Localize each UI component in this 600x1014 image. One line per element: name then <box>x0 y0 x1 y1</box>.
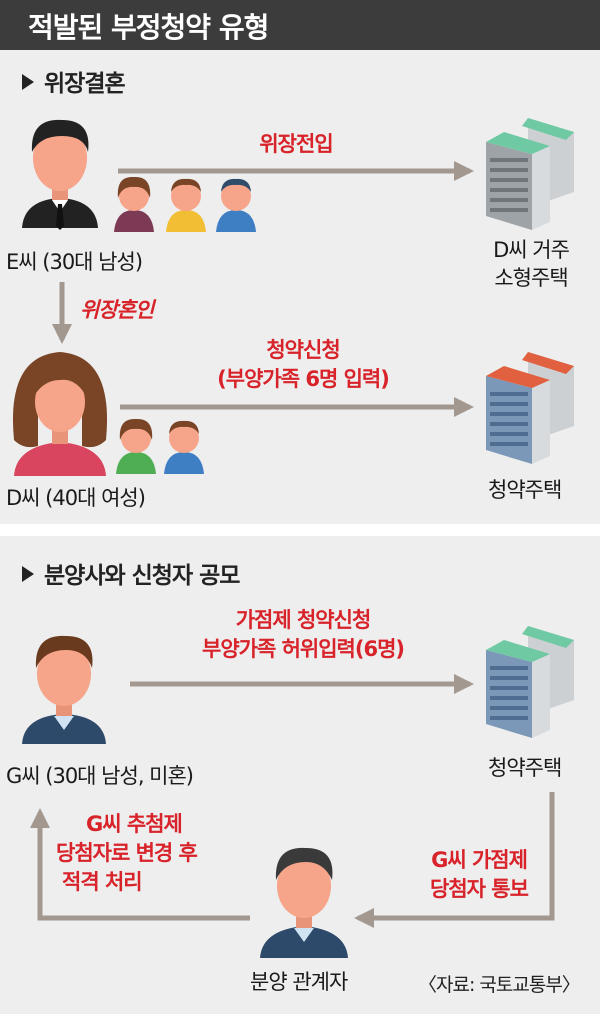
child-icon <box>114 176 154 232</box>
house-label-mid: 청약주택 <box>488 478 562 502</box>
triangle-bullet-icon <box>22 74 34 90</box>
section-heading-1: 위장결혼 <box>22 64 126 98</box>
label-fake-marriage: 위장혼인 <box>80 298 154 322</box>
man-e-icon <box>22 119 98 230</box>
man-g-icon <box>22 635 106 744</box>
arrow-change <box>30 808 250 921</box>
child-icon <box>216 178 256 232</box>
agent-icon <box>260 847 348 958</box>
label-change: G씨 추첨제 당첨자로 변경 후 적격 처리 <box>56 812 198 894</box>
agent-label: 분양 관계자 <box>250 970 348 994</box>
arrow-notify <box>354 792 555 928</box>
label-fake-move: 위장전입 <box>259 132 333 156</box>
person-e-label: E씨 (30대 남성) <box>6 250 143 274</box>
child-icon <box>166 178 206 232</box>
section-heading-2: 분양사와 신청자 공모 <box>22 556 240 590</box>
source-note: 〈자료: 국토교통부〉 <box>418 974 581 996</box>
page-title: 적발된 부정청약 유형 <box>28 11 269 44</box>
house-label-bottom: 청약주택 <box>488 756 562 780</box>
apartment-building-icon <box>486 352 574 464</box>
child-icon <box>164 420 204 474</box>
title-bar: 적발된 부정청약 유형 <box>0 0 600 50</box>
label-point-apply: 가점제 청약신청 부양가족 허위입력(6명) <box>202 608 405 661</box>
small-house-building-icon <box>486 118 574 230</box>
woman-d-icon <box>12 352 108 476</box>
label-notify: G씨 가점제 당첨자 통보 <box>430 848 529 901</box>
person-g-label: G씨 (30대 남성, 미혼) <box>6 764 194 788</box>
person-d-label: D씨 (40대 여성) <box>6 486 146 510</box>
apartment-building-icon <box>486 626 574 738</box>
child-icon <box>116 418 156 474</box>
triangle-bullet-icon <box>22 566 34 582</box>
label-apply: 청약신청 (부양가족 6명 입력) <box>217 338 390 391</box>
house-label-top: D씨 거주 소형주택 <box>493 238 570 290</box>
